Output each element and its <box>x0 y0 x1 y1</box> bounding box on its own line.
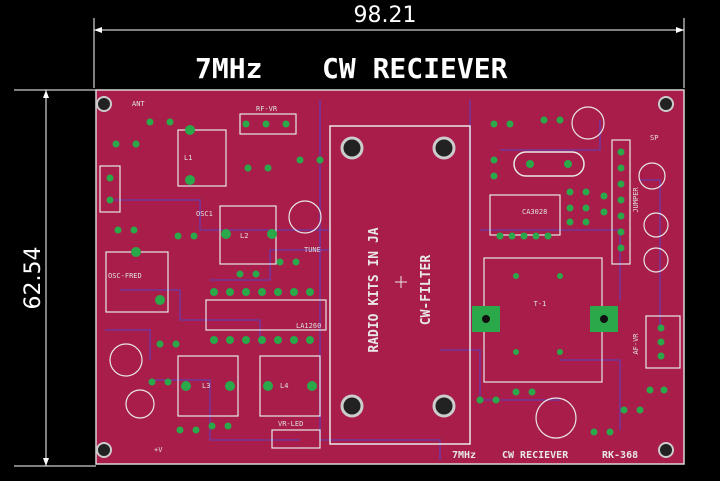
l1-label: L1 <box>184 154 192 162</box>
rf-vr-label: RF-VR <box>256 105 278 113</box>
cw-filter-module: RADIO KITS IN JA CW-FILTER <box>329 125 471 445</box>
t1-transformer: T-1 <box>472 257 618 383</box>
l4-label: L4 <box>280 382 288 390</box>
width-value: 98.21 <box>354 3 417 28</box>
ic-ca3028: CA3028 <box>489 194 561 240</box>
ic-la1260: LA1260 <box>205 288 327 344</box>
osc-fred-label: OSC-FRED <box>108 272 142 280</box>
crystal-oscillator <box>513 151 585 177</box>
height-dimension: 62.54 <box>14 89 96 467</box>
af-vr-label: AF-VR <box>632 333 640 355</box>
jumper-connector: JUMPER <box>611 139 640 265</box>
l3-label: L3 <box>202 382 210 390</box>
component-pads <box>112 116 668 436</box>
ant-label: ANT <box>132 100 145 108</box>
jumper-label: JUMPER <box>632 187 640 213</box>
coil-l2: L2 <box>219 205 277 265</box>
height-value: 62.54 <box>21 247 46 310</box>
osc-fred-trimmer: OSC-FRED <box>105 247 169 313</box>
vr-led-label: VR-LED <box>278 420 303 428</box>
coil-l3: L3 <box>177 355 239 417</box>
footer-name: CW RECIEVER <box>502 450 569 461</box>
rf-vr-connector: RF-VR <box>239 105 297 135</box>
filter-label: CW-FILTER <box>419 255 434 326</box>
footer-model: RK-368 <box>602 450 638 461</box>
title-name: CW RECIEVER <box>322 52 508 85</box>
width-dimension: 98.21 <box>93 3 685 88</box>
electrolytic-capacitors <box>109 106 669 439</box>
pcb-board <box>95 89 685 465</box>
title-frequency: 7MHz <box>195 52 262 85</box>
sp-label: SP <box>650 134 658 142</box>
plus-v-label: +V <box>154 446 163 454</box>
osc1-label: OSC1 <box>196 210 213 218</box>
coil-l4: L4 <box>259 355 321 417</box>
vr-led-connector: VR-LED <box>271 420 321 449</box>
la1260-label: LA1260 <box>296 322 321 330</box>
power-connector <box>99 165 121 213</box>
vertical-board-label: RADIO KITS IN JA <box>367 227 382 352</box>
footer-frequency: 7MHz <box>452 450 476 461</box>
mounting-holes <box>96 96 674 458</box>
af-vr-connector: AF-VR <box>632 315 681 369</box>
ca3028-label: CA3028 <box>522 208 547 216</box>
l2-label: L2 <box>240 232 248 240</box>
coil-l1: L1 <box>177 125 227 187</box>
t1-label: T-1 <box>534 300 547 308</box>
tune-label: TUNE <box>304 246 321 254</box>
